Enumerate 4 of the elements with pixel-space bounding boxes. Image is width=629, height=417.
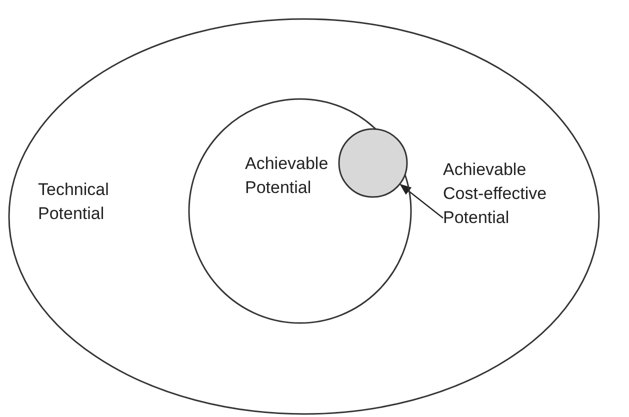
leader-arrow: [400, 184, 444, 219]
region-label: Achievable Cost-effective Potential: [443, 159, 548, 229]
region-label: Achievable Potential: [245, 153, 330, 199]
region-label: Technical Potential: [38, 179, 110, 225]
